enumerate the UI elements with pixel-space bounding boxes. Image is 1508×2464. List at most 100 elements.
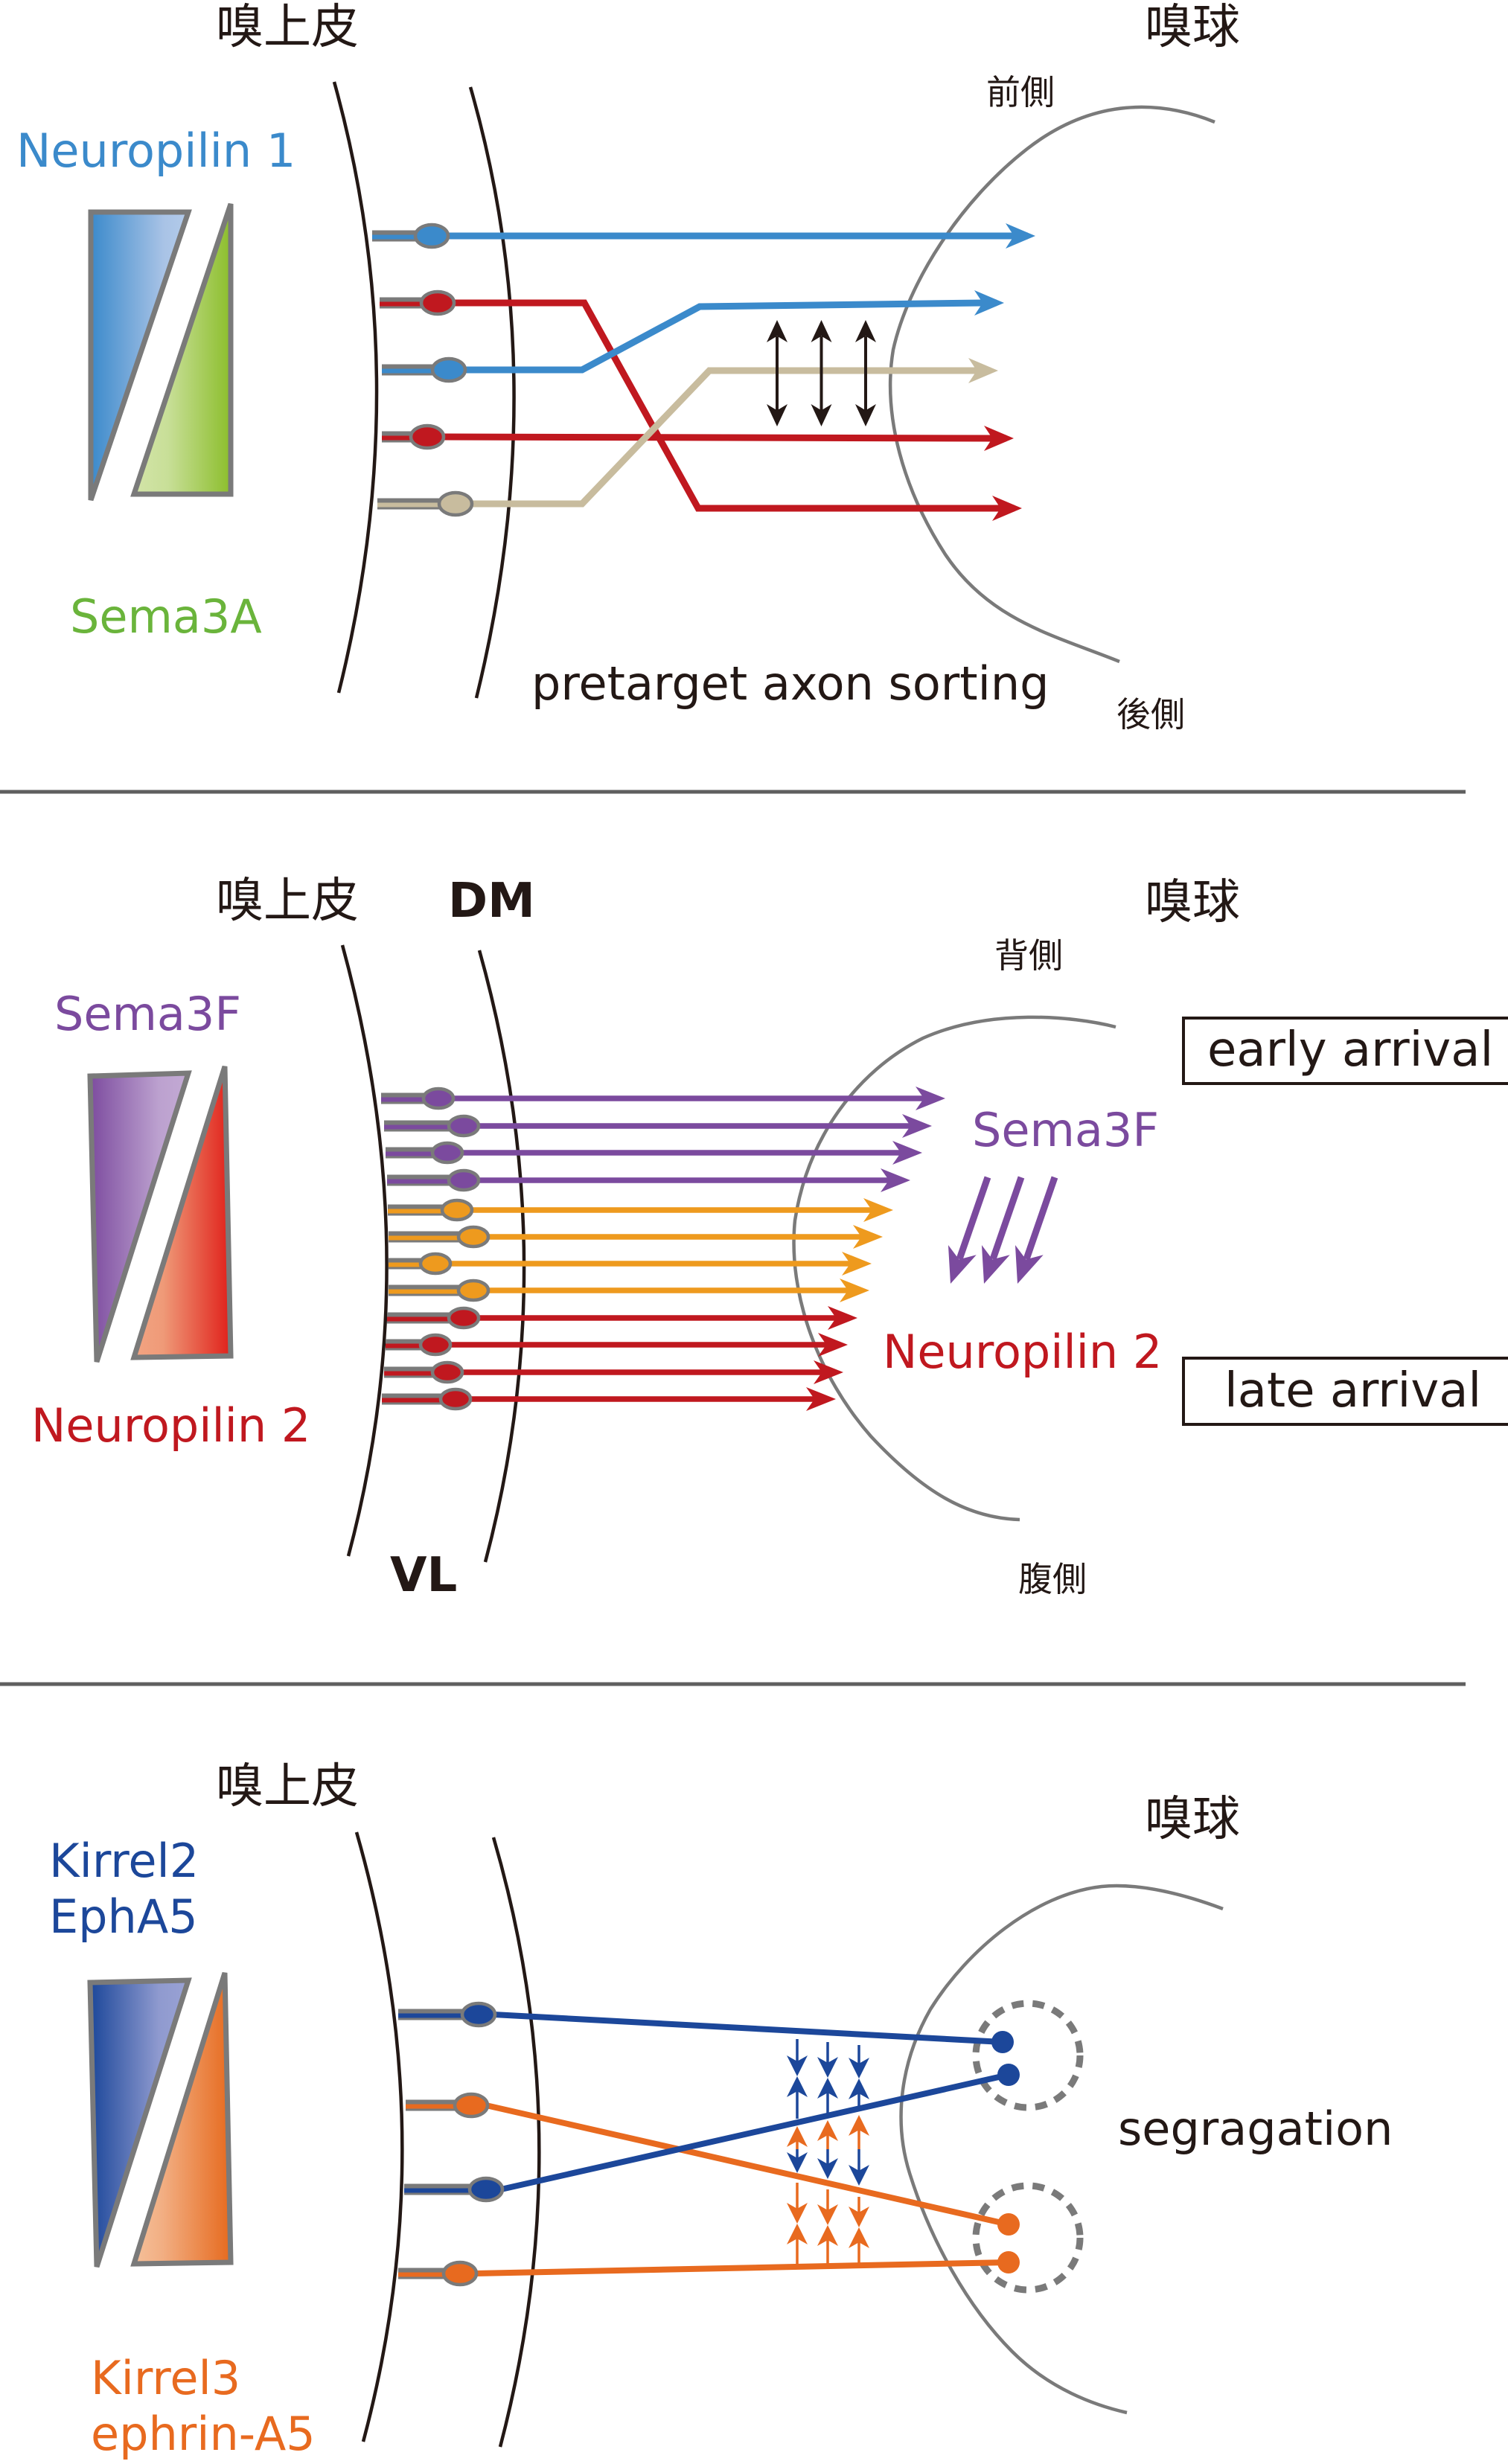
arrowhead <box>981 1245 1010 1284</box>
neuron <box>381 1087 456 1110</box>
arrow-shaft <box>956 1176 991 1261</box>
dorsal-label: 背側 <box>994 935 1063 976</box>
neuron <box>389 1225 491 1249</box>
panel-pretarget-sorting: 嗅上皮 嗅球 前側 後側 Neuropilin 1 Sema3A pretarg… <box>16 0 1240 735</box>
sema3a-gradient-label: Sema3A <box>70 589 262 644</box>
axon-terminal <box>997 2251 1020 2273</box>
axon-with-neuron <box>387 1168 910 1192</box>
olfactory-bulb-label: 嗅球 <box>1145 1792 1240 1847</box>
arrowhead-down <box>849 2207 869 2227</box>
axon-with-neuron <box>389 1279 869 1302</box>
arrowhead <box>974 290 1004 316</box>
arrowhead-up <box>849 2079 869 2099</box>
arrowhead-up <box>855 320 876 342</box>
olfactory-bulb-outline <box>888 105 1215 664</box>
soma <box>418 1252 453 1276</box>
sema3f-arrow <box>948 1176 991 1284</box>
arrow-shaft <box>989 1176 1025 1261</box>
soma <box>430 1141 464 1165</box>
soma <box>413 223 450 249</box>
axon-with-neuron <box>404 2064 1020 2203</box>
early-arrival-label: early arrival <box>1207 1023 1493 1078</box>
sema3f-arrow <box>1015 1176 1058 1284</box>
arrowhead-down <box>787 2152 808 2173</box>
sema3f-gradient-wedge <box>87 1070 192 1363</box>
axon-with-neuron <box>388 1198 893 1222</box>
arrowhead <box>853 1225 883 1249</box>
epithelium-outer-boundary <box>468 86 516 699</box>
epithelium-inner-boundary <box>354 1831 404 2442</box>
arrowhead <box>840 1279 869 1302</box>
soma <box>421 1087 456 1110</box>
neuron <box>387 1306 481 1330</box>
arrowhead-up <box>767 320 787 342</box>
soma <box>453 2092 490 2119</box>
arrowhead <box>842 1252 872 1276</box>
neuron <box>377 490 474 517</box>
neuron <box>380 289 456 316</box>
late-arrival-box: late arrival <box>1182 1357 1508 1426</box>
arrowhead-up <box>787 2224 808 2244</box>
axon-terminal <box>997 2064 1020 2086</box>
olfactory-bulb-outline <box>792 1015 1116 1522</box>
soma <box>447 1306 481 1330</box>
soma <box>440 1198 474 1222</box>
olfactory-bulb-outline <box>899 1884 1224 2415</box>
axon <box>453 299 1015 512</box>
neuron <box>382 1387 473 1411</box>
arrowhead <box>806 1387 836 1411</box>
segregation-caption: segragation <box>1118 2102 1393 2156</box>
arrowhead-down <box>811 404 832 426</box>
neuron <box>382 356 467 383</box>
arrowhead <box>1015 1245 1044 1284</box>
axon <box>500 2072 1009 2192</box>
axon-with-neuron <box>382 290 1004 383</box>
arrowhead-down <box>767 404 787 426</box>
neuron <box>404 2176 505 2203</box>
kirrel2-gradient-wedge <box>87 1977 192 2268</box>
arrowhead-down <box>817 2057 838 2078</box>
arrowhead-up <box>849 2115 869 2136</box>
axon-interaction-arrows <box>767 320 876 426</box>
ventral-label: 腹側 <box>1018 1559 1087 1599</box>
axon-with-neuron <box>387 1306 857 1330</box>
neuron <box>372 223 450 249</box>
neuron <box>389 1252 453 1276</box>
bulb-neuropilin2-label: Neuropilin 2 <box>883 1325 1162 1379</box>
arrowhead-down <box>849 2058 869 2079</box>
soma <box>438 1387 473 1411</box>
neuropilin2-gradient-label: Neuropilin 2 <box>31 1398 310 1453</box>
arrowhead <box>1006 223 1035 249</box>
interaction-arrow-column <box>787 2039 808 2265</box>
neuron <box>388 1198 474 1222</box>
axon-with-neuron <box>398 2251 1020 2287</box>
arrowhead <box>948 1245 977 1284</box>
axon-with-neuron <box>381 1087 945 1110</box>
olfactory-bulb-label: 嗅球 <box>1145 0 1240 55</box>
axon-group <box>381 1087 945 1411</box>
arrowhead <box>828 1306 857 1330</box>
axon-with-neuron <box>377 358 998 517</box>
soma <box>419 289 456 316</box>
arrowhead-up <box>817 2120 838 2141</box>
arrowhead-down <box>817 2204 838 2225</box>
kirrel2-label: Kirrel2 <box>49 1834 199 1888</box>
kirrel3-label: Kirrel3 <box>91 2351 240 2405</box>
soma <box>447 1168 481 1192</box>
glomerulus-dashed-circle <box>972 2000 1084 2111</box>
neuron <box>387 1168 481 1192</box>
double-headed-arrow <box>767 320 787 426</box>
soma <box>430 356 467 383</box>
sema3f-arrow <box>981 1176 1025 1284</box>
neuron <box>384 1114 481 1138</box>
dorsomedial-label: DM <box>448 874 535 929</box>
epithelium-outer-boundary <box>491 1837 541 2448</box>
axon-with-neuron <box>406 2092 1020 2236</box>
axon-terminal <box>991 2031 1014 2053</box>
late-arrival-frame <box>1182 1357 1508 1426</box>
late-arrival-label: late arrival <box>1224 1363 1481 1418</box>
arrowhead-up <box>817 2078 838 2099</box>
axon-with-neuron <box>384 1360 843 1384</box>
axon-group <box>398 2001 1020 2287</box>
axon-with-neuron <box>389 1225 883 1249</box>
